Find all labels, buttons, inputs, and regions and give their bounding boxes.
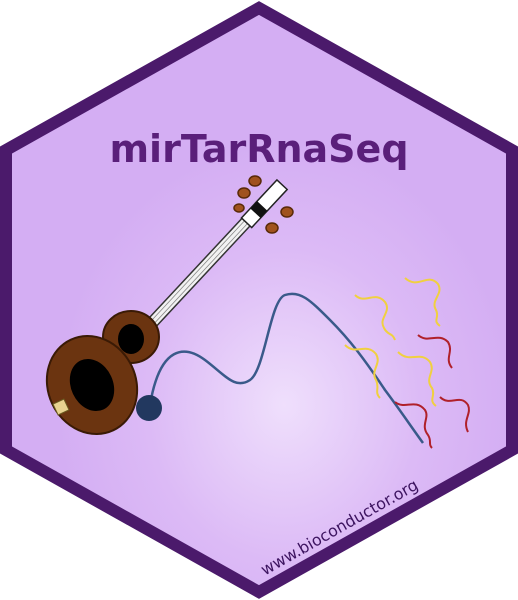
rna-squiggles-icon [344, 277, 470, 449]
microrna-icon [136, 292, 425, 444]
setar-instrument-icon [45, 175, 294, 435]
sticker-title: mirTarRnaSeq [109, 127, 408, 171]
